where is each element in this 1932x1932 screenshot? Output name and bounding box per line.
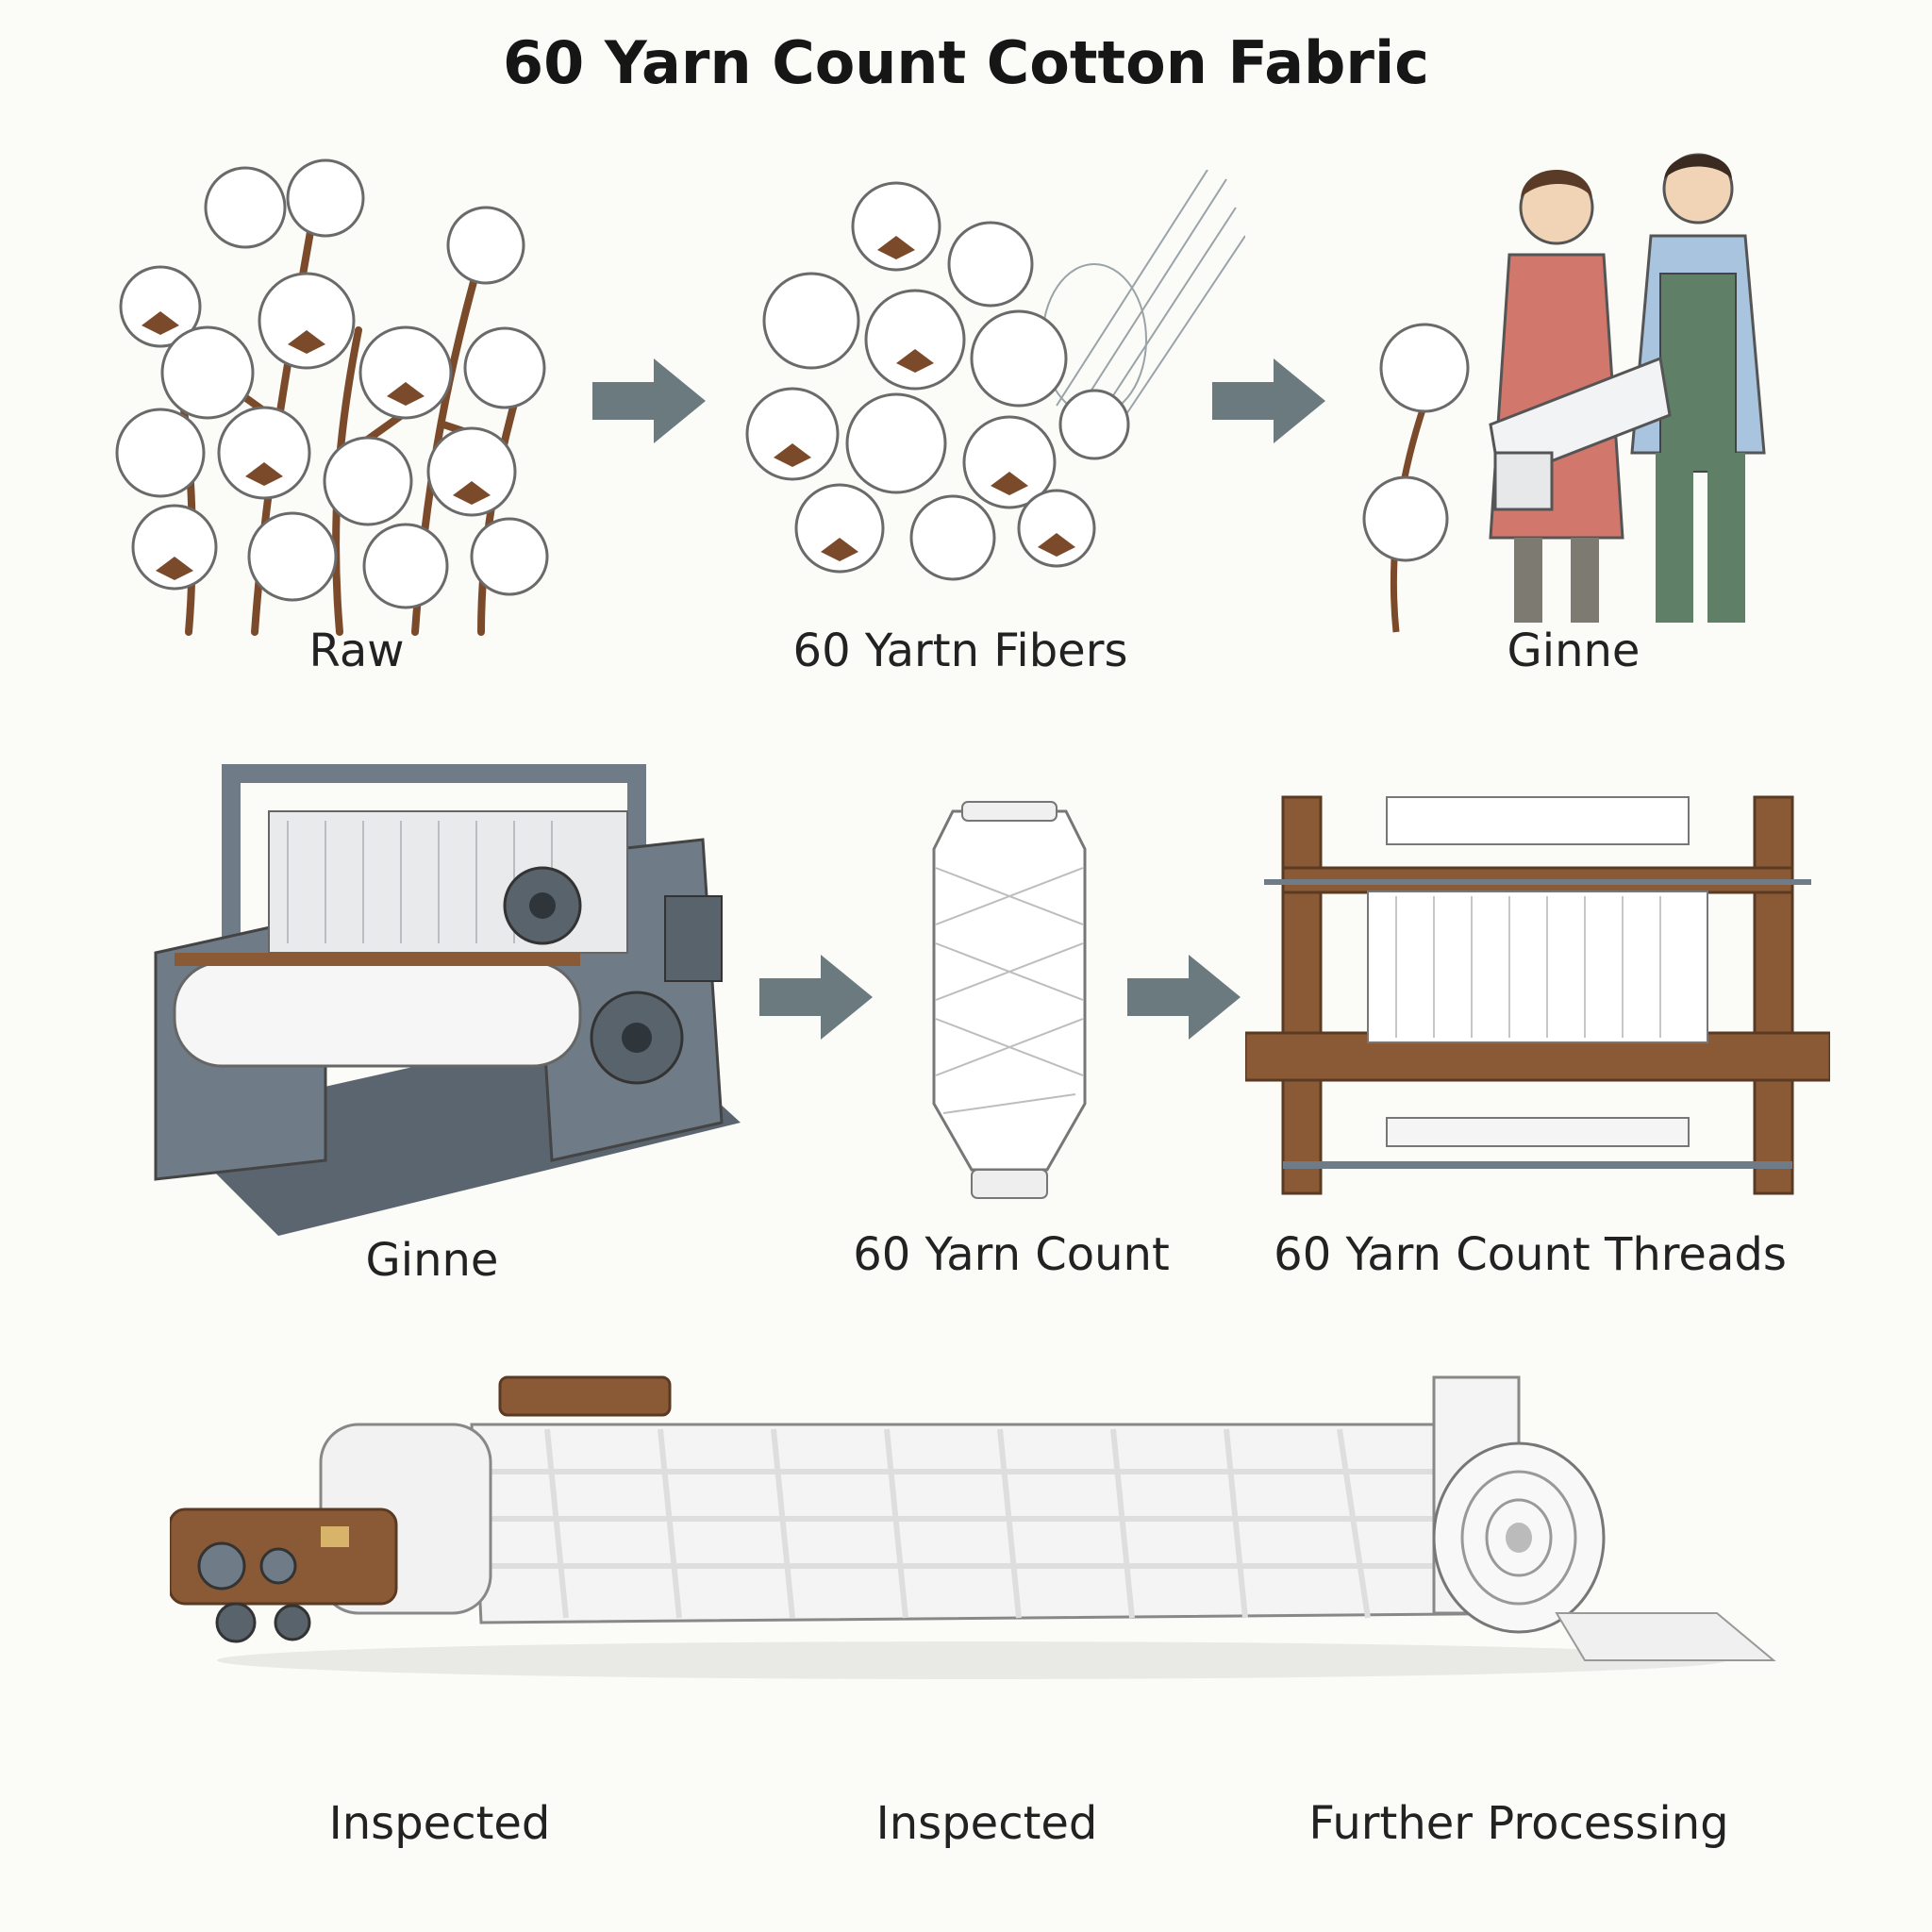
arrow-right-icon xyxy=(1127,955,1241,1040)
step-label-yarn-count: 60 Yarn Count xyxy=(853,1228,1170,1281)
bottom-label-inspected-2: Inspected xyxy=(875,1797,1098,1850)
arrow-right-icon xyxy=(1212,358,1325,443)
bottom-label-inspected-1: Inspected xyxy=(328,1797,551,1850)
cotton-bolls-icon xyxy=(745,170,1245,581)
step-label-ginne-1: Ginne xyxy=(1507,625,1641,677)
step-label-fibers: 60 Yartn Fibers xyxy=(792,625,1128,677)
weaving-loom-icon xyxy=(1245,795,1830,1195)
ginning-machine-icon xyxy=(154,764,741,1236)
yarn-cone-icon xyxy=(932,801,1087,1199)
arrow-right-icon xyxy=(592,358,706,443)
page-title: 60 Yarn Count Cotton Fabric xyxy=(502,28,1429,97)
workers-inspecting-icon xyxy=(1362,153,1766,633)
cotton-plant-icon xyxy=(115,158,549,636)
fabric-roll-conveyor-icon xyxy=(170,1375,1776,1679)
step-label-ginne-2: Ginne xyxy=(365,1234,499,1287)
step-label-threads: 60 Yarn Count Threads xyxy=(1274,1228,1787,1281)
step-label-raw: Raw xyxy=(308,625,405,677)
arrow-right-icon xyxy=(759,955,873,1040)
bottom-label-further-processing: Further Processing xyxy=(1308,1797,1729,1850)
